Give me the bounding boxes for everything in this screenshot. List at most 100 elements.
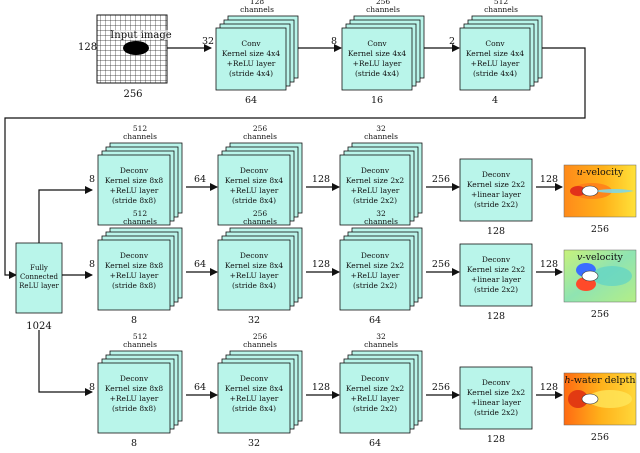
layer-type-label: Deconv <box>120 166 149 175</box>
channel-unit-label: channels <box>243 132 277 141</box>
stride-label: (stride 2x2) <box>474 200 518 209</box>
layer-type-label: Deconv <box>361 374 390 383</box>
channel-unit-label: channels <box>240 5 274 14</box>
layer-card-front <box>215 27 287 91</box>
layer-card-front <box>97 239 171 311</box>
channel-count-label: 32 <box>376 209 386 218</box>
channel-count-label: 256 <box>253 124 268 133</box>
stride-label: (stride 8x8) <box>112 196 156 205</box>
stride-label: (stride 8x8) <box>112 404 156 413</box>
layer-card-front <box>339 154 411 226</box>
layer-type-label: Deconv <box>120 374 149 383</box>
layer-card-front <box>97 362 171 434</box>
activation-label: +ReLU layer <box>351 186 400 195</box>
kernel-size-label: Kernel size 8x8 <box>105 261 163 270</box>
obstacle-shape <box>581 393 599 405</box>
layer-card-front <box>339 239 411 311</box>
layer-type-label: Conv <box>485 39 505 48</box>
stride-label: (stride 8x4) <box>232 281 276 290</box>
stride-label: (stride 2x2) <box>353 404 397 413</box>
layer-input-dim-label: 8 <box>89 259 95 270</box>
channel-unit-label: channels <box>364 217 398 226</box>
channel-count-label: 512 <box>494 0 509 6</box>
layer-input-dim-label: 128 <box>312 259 330 270</box>
activation-label: +ReLU layer <box>351 271 400 280</box>
activation-label: +linear layer <box>471 275 521 284</box>
output-field-image: v-velocity <box>563 249 637 303</box>
kernel-size-label: Kernel size 4x4 <box>466 49 524 58</box>
stride-label: (stride 8x8) <box>112 281 156 290</box>
stride-label: (stride 4x4) <box>473 69 517 78</box>
output-input-dim-label: 128 <box>540 382 558 393</box>
spatial-size-label: 8 <box>131 438 137 449</box>
layer-type-label: Deconv <box>240 374 269 383</box>
channel-unit-label: channels <box>366 5 400 14</box>
output-title: v-velocity <box>577 252 624 263</box>
stride-label: (stride 2x2) <box>353 281 397 290</box>
channel-unit-label: channels <box>364 340 398 349</box>
activation-label: +ReLU layer <box>230 394 279 403</box>
arrow-fc-to-branch-u <box>38 186 93 243</box>
stride-label: (stride 2x2) <box>353 196 397 205</box>
spatial-size-label: 128 <box>487 434 505 445</box>
activation-label: +ReLU layer <box>110 186 159 195</box>
input-title: Input image <box>110 30 171 41</box>
fc-line-3: ReLU layer <box>19 282 59 290</box>
layer-input-dim-label: 256 <box>432 382 450 393</box>
layer-card-front <box>217 154 291 226</box>
spatial-size-label: 4 <box>492 95 498 106</box>
layer-input-dim-label: 256 <box>432 259 450 270</box>
layer-card-front <box>341 27 413 91</box>
input-width-label: 256 <box>123 89 142 100</box>
channel-count-label: 128 <box>250 0 265 6</box>
layer-type-label: Deconv <box>482 255 511 264</box>
spatial-size-label: 64 <box>369 438 381 449</box>
output-field-image: u-velocity <box>563 164 637 218</box>
channel-unit-label: channels <box>364 132 398 141</box>
layer-input-dim-label: 128 <box>312 174 330 185</box>
kernel-size-label: Kernel size 2x2 <box>346 261 404 270</box>
spatial-size-label: 32 <box>248 438 260 449</box>
kernel-size-label: Kernel size 4x4 <box>222 49 280 58</box>
layer-card-front <box>217 362 291 434</box>
activation-label: +ReLU layer <box>471 59 520 68</box>
activation-label: +ReLU layer <box>110 271 159 280</box>
fc-bottom-label: 1024 <box>26 321 51 332</box>
obstacle-shape <box>581 270 599 282</box>
layer-input-dim-label: 8 <box>89 174 95 185</box>
channel-unit-label: channels <box>243 217 277 226</box>
output-title: h-water delpth <box>565 375 636 386</box>
activation-label: +ReLU layer <box>110 394 159 403</box>
layer-input-dim-label: 128 <box>312 382 330 393</box>
kernel-size-label: Kernel size 8x4 <box>225 384 283 393</box>
kernel-size-label: Kernel size 2x2 <box>467 180 525 189</box>
layer-type-label: Deconv <box>240 251 269 260</box>
spatial-size-label: 32 <box>248 315 260 326</box>
stride-label: (stride 2x2) <box>474 408 518 417</box>
layer-type-label: Deconv <box>361 251 390 260</box>
output-field-image: h-water delpth <box>563 372 637 426</box>
stride-label: (stride 8x4) <box>232 404 276 413</box>
channel-count-label: 32 <box>376 332 386 341</box>
output-size-label: 256 <box>591 432 609 443</box>
channel-unit-label: channels <box>123 217 157 226</box>
kernel-size-label: Kernel size 2x2 <box>467 388 525 397</box>
channel-unit-label: channels <box>484 5 518 14</box>
channel-count-label: 512 <box>133 332 148 341</box>
activation-label: +linear layer <box>471 190 521 199</box>
